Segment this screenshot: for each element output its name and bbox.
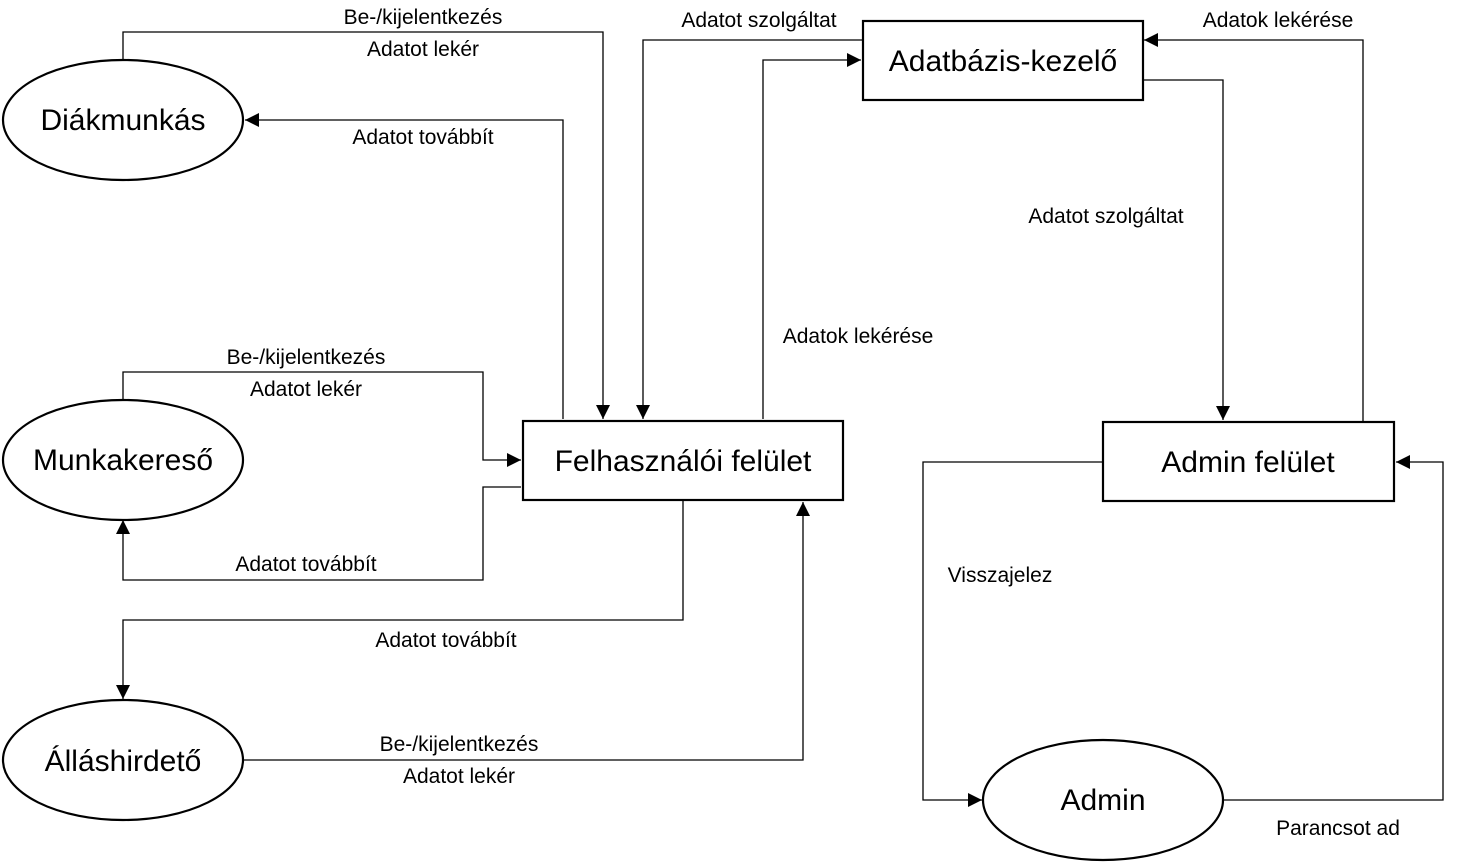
label-munka-login: Be-/kijelentkezés	[227, 346, 386, 369]
label-admin-feedback: Visszajelez	[948, 564, 1053, 587]
edge-db-to-admin-ui	[1144, 79, 1230, 420]
edge-ui-to-munka	[116, 486, 521, 581]
label-allas-login: Be-/kijelentkezés	[380, 733, 539, 756]
edge-admin-ui-to-db	[1144, 33, 1364, 421]
edge-diak-to-ui	[122, 31, 610, 419]
node-admin-felulet: Admin felület	[1101, 420, 1396, 503]
label-diak-forward: Adatot továbbít	[352, 126, 493, 149]
node-allashirdeto: Álláshirdető	[1, 698, 245, 822]
edge-ui-to-db	[762, 53, 861, 419]
node-admin-label: Admin	[1060, 784, 1145, 817]
label-allas-request: Adatot lekér	[403, 765, 515, 788]
label-admin-queries-db: Adatok lekérése	[1203, 9, 1354, 32]
label-munka-request: Adatot lekér	[250, 378, 362, 401]
label-diak-login: Be-/kijelentkezés	[344, 6, 503, 29]
edge-admin-to-admin-ui	[1223, 455, 1444, 801]
node-munkakereso: Munkakereső	[1, 398, 245, 522]
edge-ui-to-allas	[116, 501, 684, 699]
node-felhasznaloi-felulet-label: Felhasználói felület	[555, 445, 812, 478]
label-allas-forward: Adatot továbbít	[375, 629, 516, 652]
edge-allas-to-ui	[243, 502, 810, 761]
edge-db-to-ui	[636, 39, 862, 419]
label-admin-command: Parancsot ad	[1276, 817, 1400, 840]
label-ui-queries-db: Adatok lekérése	[783, 325, 934, 348]
node-adatbazis-kezelo-label: Adatbázis-kezelő	[889, 45, 1117, 78]
label-diak-request: Adatot lekér	[367, 38, 479, 61]
node-admin-felulet-label: Admin felület	[1161, 446, 1335, 479]
edge-ui-to-diak	[245, 113, 564, 419]
node-diakmunkas: Diákmunkás	[1, 58, 245, 182]
node-allashirdeto-label: Álláshirdető	[45, 745, 202, 778]
node-felhasznaloi-felulet: Felhasználói felület	[521, 419, 845, 502]
node-diakmunkas-label: Diákmunkás	[40, 104, 205, 137]
node-adatbazis-kezelo: Adatbázis-kezelő	[861, 19, 1145, 102]
label-munka-forward: Adatot továbbít	[235, 553, 376, 576]
edge-admin-ui-to-admin	[922, 461, 1102, 807]
node-admin: Admin	[981, 738, 1225, 862]
label-db-serves-admin: Adatot szolgáltat	[1028, 205, 1183, 228]
edge-munka-to-ui	[122, 371, 521, 467]
label-db-serves-ui: Adatot szolgáltat	[681, 9, 836, 32]
node-munkakereso-label: Munkakereső	[33, 444, 213, 477]
